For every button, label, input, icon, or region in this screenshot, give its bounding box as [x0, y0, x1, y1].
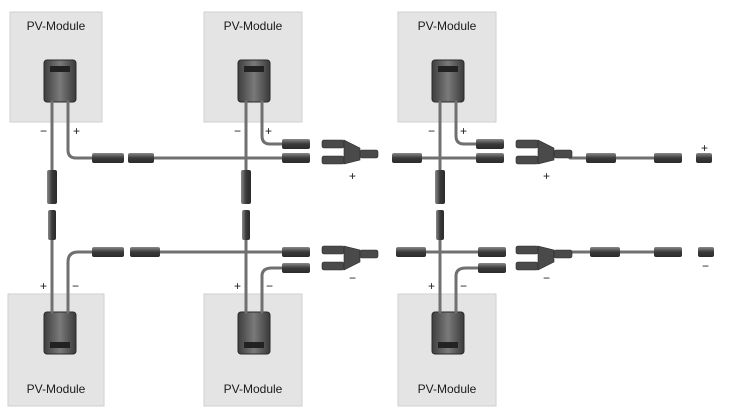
module-label: PV-Module — [224, 382, 283, 396]
mc4-connector-icon — [241, 170, 251, 240]
polarity-label-plus: + — [428, 279, 435, 293]
branch-label-plus: + — [349, 169, 356, 183]
y-branch-connector-icon — [321, 245, 379, 271]
branch-label-minus: − — [349, 271, 356, 285]
polarity-label-minus: − — [40, 124, 47, 138]
junction-box-icon — [237, 59, 271, 103]
mc4-connector-icon — [282, 139, 310, 163]
branch-label-plus: + — [543, 169, 550, 183]
end-label-plus: + — [701, 141, 708, 155]
polarity-label-minus: − — [428, 124, 435, 138]
mc4-connector-icon — [92, 247, 160, 257]
polarity-label-minus: − — [460, 279, 467, 293]
polarity-label-plus: + — [40, 279, 47, 293]
y-branch-connector-icon — [515, 245, 573, 271]
junction-box-icon — [431, 311, 465, 355]
polarity-label-minus: − — [72, 279, 79, 293]
polarity-label-plus: + — [265, 124, 272, 138]
mc4-connector-icon — [478, 247, 506, 273]
module-label: PV-Module — [27, 382, 86, 396]
y-branch-connector-icon — [515, 139, 573, 165]
polarity-label-minus: − — [266, 279, 273, 293]
polarity-label-minus: − — [234, 124, 241, 138]
branch-label-minus: − — [543, 271, 550, 285]
module-label: PV-Module — [418, 19, 477, 33]
mc4-connector-icon — [696, 153, 712, 163]
polarity-label-plus: + — [234, 279, 241, 293]
polarity-label-plus: + — [460, 124, 467, 138]
cables — [50, 100, 662, 314]
mc4-connector-icon — [282, 247, 310, 273]
junction-box-icon — [43, 311, 77, 355]
module-label: PV-Module — [27, 19, 86, 33]
mc4-connector-icon — [586, 153, 682, 163]
top-module-2: PV-Module — [203, 11, 303, 123]
mc4-connector-icon — [392, 153, 422, 163]
junction-box-icon — [237, 311, 271, 355]
module-label: PV-Module — [224, 19, 283, 33]
junction-box-icon — [43, 59, 77, 103]
mc4-connector-icon — [590, 247, 682, 257]
mc4-connector-icon — [476, 139, 504, 163]
mc4-connector-icon — [47, 170, 57, 240]
y-branch-connector-icon — [321, 139, 379, 165]
mc4-connector-icon — [92, 153, 154, 163]
top-module-1: PV-Module — [9, 11, 103, 123]
polarity-label-plus: + — [73, 124, 80, 138]
mc4-connector-icon — [396, 247, 426, 257]
mc4-connector-icon — [435, 170, 445, 240]
end-label-minus: − — [702, 259, 709, 273]
mc4-connector-icon — [698, 247, 714, 257]
junction-box-icon — [431, 59, 465, 103]
module-label: PV-Module — [418, 382, 477, 396]
